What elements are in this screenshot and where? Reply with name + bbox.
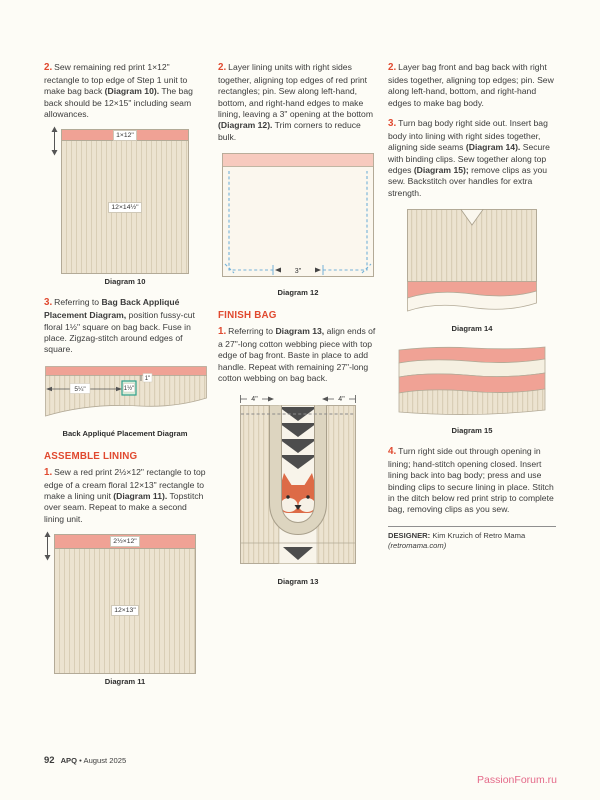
dimension-label: 12×13" bbox=[111, 605, 139, 617]
section-heading-assemble-lining: ASSEMBLE LINING bbox=[44, 450, 138, 462]
stitch-line-dashed bbox=[224, 170, 372, 274]
bottom-triangle bbox=[283, 547, 313, 561]
step-paragraph: 3.Turn bag body right side out. Insert b… bbox=[388, 118, 556, 199]
designer-name: Kim Kruzich of Retro Mama bbox=[432, 530, 526, 540]
step-number: 2. bbox=[44, 62, 53, 73]
step-paragraph: 3.Referring to Bag Back Appliqué Placeme… bbox=[44, 297, 206, 355]
step-number: 4. bbox=[388, 445, 397, 457]
step-number: 2. bbox=[218, 62, 227, 73]
step-text: Sew remaining red print 1×12" rectangle … bbox=[44, 62, 193, 119]
section-heading-finish-bag: FINISH BAG bbox=[218, 309, 277, 321]
diagram-12-graphic: 3" bbox=[222, 152, 374, 277]
diagram-caption: Diagram 14 bbox=[451, 323, 493, 333]
red-print-strip bbox=[45, 365, 207, 376]
dimension-label: 4" bbox=[338, 396, 345, 403]
step-paragraph: 1.Sew a red print 2½×12" rectangle to to… bbox=[44, 467, 206, 525]
stitch-direction-arrow bbox=[51, 126, 58, 156]
fox-applique bbox=[279, 473, 317, 514]
diagram-caption: Back Appliqué Placement Diagram bbox=[62, 428, 188, 438]
left-column: 2.Sew remaining red print 1×12" rectangl… bbox=[44, 62, 207, 697]
dimension-label: 4" bbox=[251, 396, 258, 403]
step-text: Referring to Bag Back Appliqué Placement… bbox=[44, 297, 195, 355]
diagram-caption: Diagram 10 bbox=[104, 277, 146, 287]
step-paragraph: 2.Sew remaining red print 1×12" rectangl… bbox=[44, 62, 206, 120]
red-print-strip: 2½×12" bbox=[55, 534, 195, 549]
opening-dimension-label: 3" bbox=[295, 268, 302, 275]
dimension-label: 1" bbox=[145, 376, 150, 382]
step-number: 1. bbox=[44, 466, 53, 478]
step-paragraph: 1.Referring to Diagram 13, align ends of… bbox=[218, 326, 378, 384]
step-paragraph: 2.Layer lining units with right sides to… bbox=[218, 62, 378, 143]
stitch-direction-arrow bbox=[44, 531, 51, 561]
middle-column: 2.Layer lining units with right sides to… bbox=[218, 62, 378, 597]
right-column: 2.Layer bag front and bag back with righ… bbox=[388, 62, 556, 551]
diagram-11-frame: 2½×12" 12×13" bbox=[44, 531, 196, 674]
dimension-label: 1½" bbox=[124, 385, 134, 392]
dimension-label: 1×12" bbox=[113, 129, 137, 141]
designer-website: (retromama.com) bbox=[388, 540, 447, 550]
diagram-caption: Diagram 15 bbox=[451, 425, 493, 435]
diagram-13: 4" 4" bbox=[218, 393, 378, 586]
page-footer: 92 APQ • August 2025 bbox=[44, 755, 126, 766]
step-text: Sew a red print 2½×12" rectangle to top … bbox=[44, 466, 206, 524]
dimension-label: 5¼" bbox=[74, 386, 86, 393]
handle-notch bbox=[460, 209, 484, 226]
step-number: 2. bbox=[388, 62, 397, 73]
watermark-link[interactable]: PassionForum.ru bbox=[477, 774, 557, 786]
diagram-15-graphic bbox=[398, 346, 546, 415]
diagram-12: 3" Diagram 12 bbox=[218, 152, 378, 297]
step-text: Layer bag front and bag back with right … bbox=[388, 62, 554, 108]
fabric-body: 12×13" bbox=[55, 548, 195, 673]
step-text: Turn bag body right side out. Insert bag… bbox=[388, 117, 550, 198]
step-number: 1. bbox=[218, 325, 227, 337]
page-number: 92 bbox=[44, 755, 55, 766]
diagram-caption: Diagram 12 bbox=[277, 287, 319, 297]
designer-credit: DESIGNER: Kim Kruzich of Retro Mama (ret… bbox=[388, 531, 556, 552]
webbing-handle bbox=[269, 405, 327, 536]
lining-fabric bbox=[407, 290, 537, 312]
step-number: 3. bbox=[388, 117, 397, 129]
diagram-15: Diagram 15 bbox=[388, 344, 556, 435]
step-number: 3. bbox=[44, 297, 53, 309]
step-text: Turn right side out through opening in l… bbox=[388, 445, 554, 515]
diagram-10-frame: 1×12" 12×14½" bbox=[51, 126, 189, 275]
red-print-strip bbox=[222, 153, 374, 167]
flying-geese-triangles bbox=[279, 407, 317, 470]
step-text: Referring to Diagram 13, align ends of a… bbox=[218, 325, 376, 383]
red-print-strip: 1×12" bbox=[62, 129, 188, 142]
applique-diagram-graphic: 5¼" 1½" 1" bbox=[45, 365, 207, 417]
diagram-11: 2½×12" 12×13" Diagram 11 bbox=[44, 531, 206, 686]
red-print-band-bottom bbox=[398, 372, 546, 394]
diagram-14-graphic bbox=[407, 208, 537, 312]
designer-label: DESIGNER: bbox=[388, 530, 431, 540]
fabric-body: 12×14½" bbox=[62, 141, 188, 274]
dimension-label: 12×14½" bbox=[108, 201, 142, 213]
dimension-label: 2½×12" bbox=[110, 535, 140, 547]
designer-divider bbox=[388, 525, 556, 527]
step-paragraph: 2.Layer bag front and bag back with righ… bbox=[388, 62, 556, 109]
step-paragraph: 4.Turn right side out through opening in… bbox=[388, 446, 556, 516]
issue-date: • August 2025 bbox=[79, 756, 127, 765]
bag-body-band bbox=[398, 388, 546, 415]
diagram-10: 1×12" 12×14½" Diagram 10 bbox=[44, 126, 206, 287]
applique-placement-diagram: 5¼" 1½" 1" Back Appliqué Placement Diagr… bbox=[44, 365, 207, 438]
diagram-caption: Diagram 11 bbox=[104, 676, 146, 686]
diagram-caption: Diagram 13 bbox=[277, 577, 319, 587]
step-text: Layer lining units with right sides toge… bbox=[218, 62, 373, 142]
diagram-13-graphic: 4" 4" bbox=[240, 393, 356, 565]
diagram-14: Diagram 14 bbox=[388, 208, 556, 333]
lining-outline bbox=[222, 152, 374, 277]
magazine-name: APQ bbox=[60, 756, 78, 765]
